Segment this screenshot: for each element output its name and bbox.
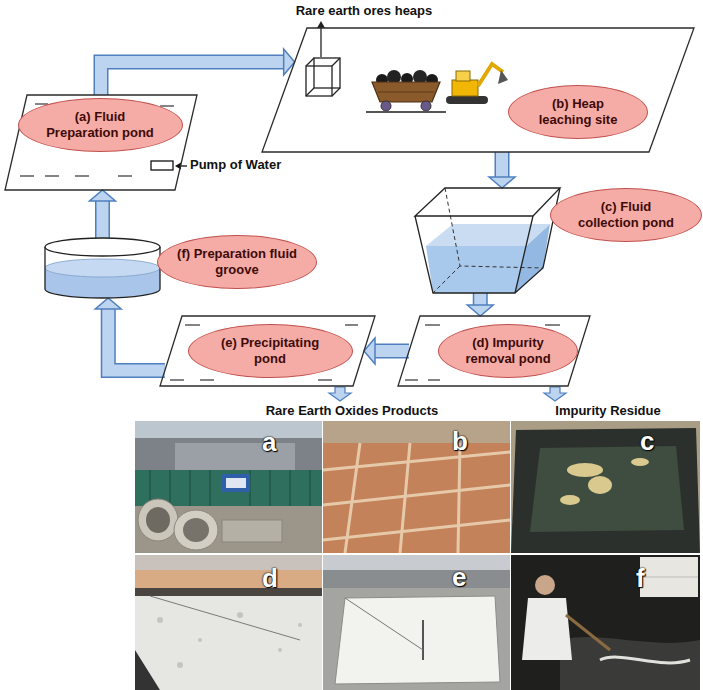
arrow-shaft xyxy=(474,293,486,305)
node-outline xyxy=(45,238,160,298)
impurity-removal-pond: (d) Impurity removal pond xyxy=(398,316,590,386)
photo-precipitating-pond xyxy=(323,555,510,690)
arrow-shaft xyxy=(101,62,284,95)
photo-letter: c xyxy=(640,427,654,455)
arrow-shaft xyxy=(496,152,508,177)
flow-arrow xyxy=(489,152,515,188)
excavator xyxy=(446,64,508,104)
label-ellipse: (b) Heap leaching site xyxy=(508,85,648,139)
leader-line xyxy=(320,27,321,57)
output-arrow xyxy=(329,387,351,401)
photo-heap-leaching-site xyxy=(323,421,510,553)
pond-label: (e) Precipitating pond xyxy=(208,335,333,367)
arrow-shaft-outline xyxy=(375,344,409,359)
pond-outline xyxy=(262,28,694,152)
arrow-shaft-outline xyxy=(108,309,165,371)
photo-letter: f xyxy=(636,564,645,592)
label-text-stack: (b) Heap leaching site xyxy=(528,96,628,128)
output-arrow xyxy=(544,387,566,401)
groove-drawing xyxy=(45,238,160,298)
flow-arrow xyxy=(101,49,295,95)
arrow-head xyxy=(90,190,116,201)
arrow-head xyxy=(284,49,295,75)
label-ellipse: (e) Precipitating pond xyxy=(188,324,353,378)
arrow-head xyxy=(467,305,493,316)
label-text-stack: (a) Fluid Preparation pond xyxy=(38,109,163,141)
photo-letter: a xyxy=(262,428,276,456)
photo-collection-pond xyxy=(511,421,700,553)
flow-arrow xyxy=(95,298,165,371)
photo-letter: d xyxy=(262,564,278,592)
annotation-label: Rare earth ores heaps xyxy=(296,3,433,19)
pond-label: (b) Heap leaching site xyxy=(528,96,628,128)
node-outline xyxy=(415,188,560,293)
photo-letter: b xyxy=(452,427,468,455)
precipitating-pond: (e) Precipitating pond xyxy=(160,316,375,386)
pond-label: (f) Preparation fluid groove xyxy=(177,246,297,278)
pond-label: (c) Fluid collection pond xyxy=(570,199,682,231)
label-text-stack: (d) Impurity removal pond xyxy=(458,335,558,367)
collection-pond: (c) Fluid collection pond xyxy=(415,188,560,293)
annotation-label: Pump of Water xyxy=(190,157,281,173)
arrow-head xyxy=(95,298,121,309)
label-text-stack: (c) Fluid collection pond xyxy=(570,199,682,231)
label-ellipse: (d) Impurity removal pond xyxy=(438,324,578,378)
flow-arrow xyxy=(364,338,409,364)
photo-preparation-groove xyxy=(511,555,700,690)
label-ellipse: (a) Fluid Preparation pond xyxy=(18,98,183,152)
pond-label: (d) Impurity removal pond xyxy=(458,335,558,367)
tank-drawing xyxy=(415,188,560,293)
arrow-head xyxy=(364,338,375,364)
pond-outline xyxy=(398,316,590,386)
label-text-stack: (f) Preparation fluid groove xyxy=(177,246,297,278)
pump-symbol xyxy=(151,161,173,170)
arrow-shaft xyxy=(108,309,165,371)
ore-heap-cube xyxy=(306,58,340,96)
arrow-shaft xyxy=(375,345,409,357)
label-text-stack: (e) Precipitating pond xyxy=(208,335,333,367)
photo-fluid-preparation-pond xyxy=(135,421,322,553)
arrow-shaft xyxy=(97,201,109,238)
arrow-shaft-outline xyxy=(495,152,510,177)
preparation-pond: (a) Fluid Preparation pond xyxy=(5,95,197,190)
photo-letter: e xyxy=(452,563,466,591)
pond-outline xyxy=(160,316,375,386)
heap-leaching-site: (b) Heap leaching site xyxy=(262,28,694,152)
arrow-shaft-outline xyxy=(101,62,284,95)
label-ellipse: (f) Preparation fluid groove xyxy=(157,235,317,289)
label-ellipse: (c) Fluid collection pond xyxy=(550,188,702,242)
pond-outline xyxy=(5,95,197,190)
product-label: Rare Earth Oxides Products xyxy=(266,403,439,419)
arrow-shaft-outline xyxy=(473,293,488,305)
mine-cart xyxy=(366,70,446,112)
product-label: Impurity Residue xyxy=(555,403,660,419)
flow-arrow xyxy=(467,293,493,316)
arrow-shaft-outline xyxy=(95,201,110,238)
preparation-groove: (f) Preparation fluid groove xyxy=(45,238,160,298)
arrow-head xyxy=(489,177,515,188)
photo-impurity-removal-pond xyxy=(135,555,322,690)
leader-arrowhead xyxy=(317,21,325,28)
flow-arrow xyxy=(90,190,116,238)
pond-label: (a) Fluid Preparation pond xyxy=(38,109,163,141)
node-outline xyxy=(262,28,694,152)
